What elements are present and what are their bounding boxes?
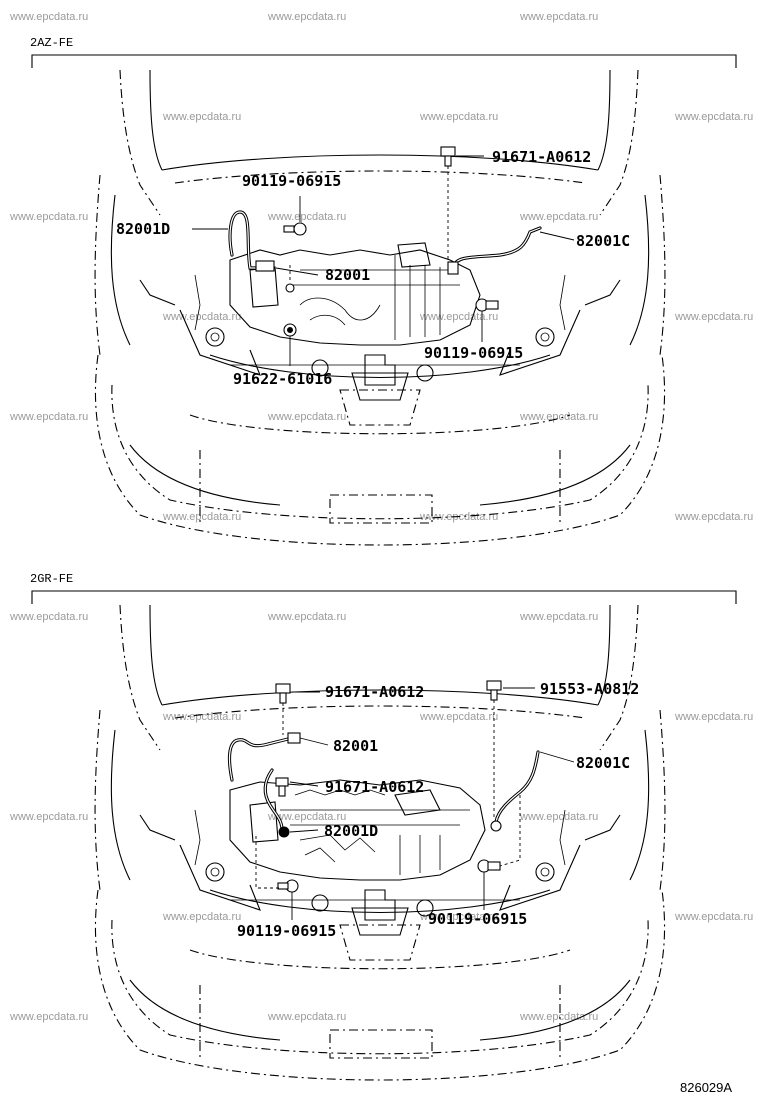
callout-part-number[interactable]: 82001C [576, 754, 630, 772]
bolt-icon [490, 820, 502, 832]
watermark: www.epcdata.ru [674, 911, 753, 923]
callout-part-number[interactable]: 82001D [324, 822, 378, 840]
harness-82001c [494, 750, 540, 824]
watermark: www.epcdata.ru [267, 811, 346, 823]
watermark: www.epcdata.ru [267, 1011, 346, 1023]
watermark: www.epcdata.ru [419, 311, 498, 323]
harness-82001c [447, 226, 542, 275]
watermark: www.epcdata.ru [674, 111, 753, 123]
watermark: www.epcdata.ru [519, 411, 598, 423]
watermark: www.epcdata.ru [267, 11, 346, 23]
watermark: www.epcdata.ru [674, 711, 753, 723]
watermark: www.epcdata.ru [519, 611, 598, 623]
section-2az-fe: 2AZ-FE [30, 36, 737, 546]
callout-part-number[interactable]: 90119-06915 [237, 922, 336, 940]
watermark: www.epcdata.ru [519, 811, 598, 823]
harness-82001d [263, 768, 284, 832]
watermark: www.epcdata.ru [419, 111, 498, 123]
watermark: www.epcdata.ru [674, 511, 753, 523]
watermark: www.epcdata.ru [9, 411, 88, 423]
watermark: www.epcdata.ru [9, 11, 88, 23]
section-bracket [31, 590, 737, 604]
watermark: www.epcdata.ru [9, 1011, 88, 1023]
bolt-icon [278, 826, 290, 838]
watermark: www.epcdata.ru [267, 411, 346, 423]
watermark: www.epcdata.ru [419, 911, 498, 923]
bolt-icon [477, 859, 501, 873]
watermark: www.epcdata.ru [162, 111, 241, 123]
watermark: www.epcdata.ru [162, 511, 241, 523]
watermark: www.epcdata.ru [267, 611, 346, 623]
watermark: www.epcdata.ru [162, 711, 241, 723]
watermark: www.epcdata.ru [519, 11, 598, 23]
watermark: www.epcdata.ru [9, 611, 88, 623]
callout-part-number[interactable]: 82001 [325, 266, 370, 284]
harness-82001d [228, 210, 275, 272]
callout-part-number[interactable]: 91553-A0812 [540, 680, 639, 698]
bolt-icon [486, 680, 502, 701]
watermark: www.epcdata.ru [9, 811, 88, 823]
section-label: 2AZ-FE [30, 36, 73, 50]
bolt-icon [275, 683, 291, 704]
callout-part-number[interactable]: 91622-61016 [233, 370, 332, 388]
bolt-icon [283, 222, 307, 236]
vehicle-drawing [94, 69, 666, 546]
callout-part-number[interactable]: 90119-06915 [242, 172, 341, 190]
callout-part-number[interactable]: 82001C [576, 232, 630, 250]
bolt-icon [475, 298, 499, 312]
bolt-icon [283, 323, 297, 337]
bolt-icon [285, 283, 295, 293]
watermark: www.epcdata.ru [162, 311, 241, 323]
callout-part-number[interactable]: 82001D [116, 220, 170, 238]
callout-part-number[interactable]: 91671-A0612 [325, 683, 424, 701]
section-bracket [31, 54, 737, 68]
callout-part-number[interactable]: 91671-A0612 [492, 148, 591, 166]
vehicle-drawing [94, 604, 666, 1081]
figure-number: 826029A [680, 1080, 732, 1095]
callout-part-number[interactable]: 91671-A0612 [325, 778, 424, 796]
watermarks: www.epcdata.ru www.epcdata.ru www.epcdat… [9, 11, 753, 1023]
watermark: www.epcdata.ru [519, 1011, 598, 1023]
bolt-icon [275, 777, 289, 797]
harness-82001 [227, 732, 301, 782]
watermark: www.epcdata.ru [419, 711, 498, 723]
callout-part-number[interactable]: 90119-06915 [424, 344, 523, 362]
bolt-icon [440, 146, 456, 167]
watermark: www.epcdata.ru [519, 211, 598, 223]
callout-part-number[interactable]: 90119-06915 [428, 910, 527, 928]
watermark: www.epcdata.ru [9, 211, 88, 223]
bolt-icon [277, 879, 299, 893]
watermark: www.epcdata.ru [267, 211, 346, 223]
section-2gr-fe: 2GR-FE [30, 572, 737, 1081]
watermark: www.epcdata.ru [162, 911, 241, 923]
section-label: 2GR-FE [30, 572, 73, 586]
watermark: www.epcdata.ru [674, 311, 753, 323]
callout-part-number[interactable]: 82001 [333, 737, 378, 755]
